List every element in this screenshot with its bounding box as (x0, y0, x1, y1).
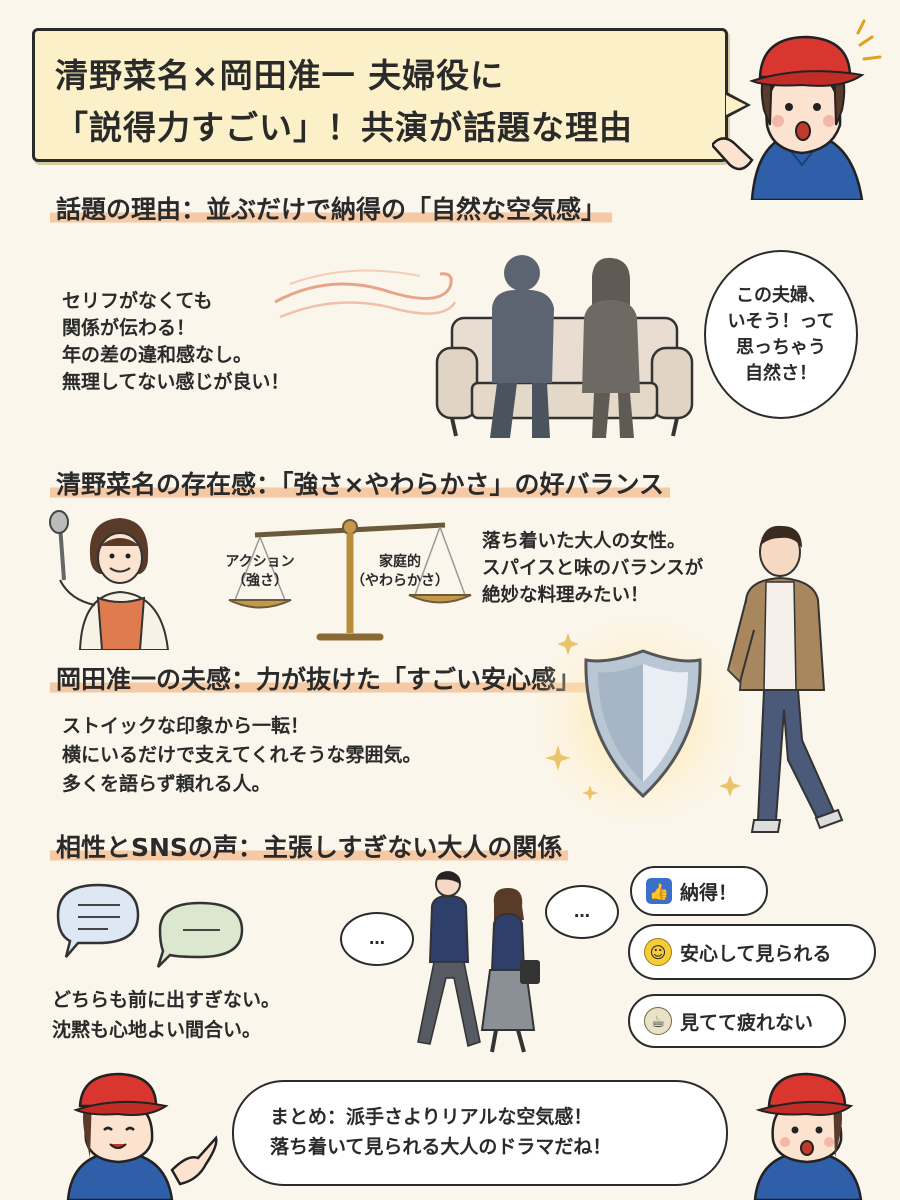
summary-text: まとめ：派手さよりリアルな空気感！ 落ち着いて見られる大人のドラマだね！ (270, 1102, 611, 1162)
section1-line: 年の差の違和感なし。 (62, 344, 253, 366)
section3-text: ストイックな印象から一転！ 横にいるだけで支えてくれそうな雰囲気。 多くを語らず… (62, 712, 421, 799)
bubble-line: 自然さ！ (744, 362, 817, 384)
reaction-pill-relief: ☺ 安心して見られる (628, 924, 876, 980)
reaction-label: 納得！ (680, 881, 738, 904)
couple-on-sofa-illustration (435, 255, 694, 438)
scale-right-line: 家庭的 (379, 554, 421, 570)
section1-line: 無理してない感じが良い！ (62, 371, 290, 393)
section2-heading: 清野菜名の存在感：「強さ×やわらかさ」の好バランス (50, 465, 670, 501)
scale-left-line: アクション (225, 554, 295, 570)
man-standing-illustration (726, 525, 844, 833)
woman-cooking-illustration (49, 510, 170, 650)
section1-line: セリフがなくても (62, 290, 213, 312)
balance-scale-icon (228, 519, 472, 641)
scale-right-label: 家庭的 （やわらかさ） (345, 553, 455, 591)
section4-text: どちらも前に出すぎない。 沈黙も心地よい間合い。 (52, 985, 280, 1045)
summary-line: まとめ：派手さよりリアルな空気感！ (270, 1106, 593, 1128)
reaction-label: 安心して見られる (680, 942, 832, 965)
section3-heading: 岡田准一の夫感：力が抜けた「すごい安心感」 (50, 660, 588, 696)
section4-line: どちらも前に出すぎない。 (52, 989, 281, 1011)
reaction-pill-agree: 👍 納得！ (630, 866, 768, 916)
reporter-surprised-icon (753, 1072, 863, 1200)
section1-line: 関係が伝わる！ (62, 317, 196, 339)
section1-text: セリフがなくても 関係が伝わる！ 年の差の違和感なし。 無理してない感じが良い！ (62, 288, 289, 396)
section2-text: 落ち着いた大人の女性。 スパイスと味のバランスが 絶妙な料理みたい！ (482, 528, 703, 609)
section1-speech-bubble: この夫婦、 いそう！って 思っちゃう 自然さ！ (704, 250, 858, 419)
bubble-line: いそう！って (727, 310, 835, 332)
reaction-pill-relaxed: ☕ 見てて疲れない (628, 994, 846, 1048)
section4-heading: 相性とSNSの声：主張しすぎない大人の関係 (50, 828, 569, 864)
section2-line: スパイスと味のバランスが (482, 558, 704, 579)
section3-line: 横にいるだけで支えてくれそうな雰囲気。 (62, 744, 422, 766)
reporter-character-icon (712, 19, 882, 200)
shield-icon (584, 649, 702, 799)
thumbs-up-icon: 👍 (646, 878, 672, 904)
bubble-line: この夫婦、 (735, 284, 826, 306)
section1-heading: 話題の理由：並ぶだけで納得の「自然な空気感」 (50, 190, 613, 226)
summary-bubble: まとめ：派手さよりリアルな空気感！ 落ち着いて見られる大人のドラマだね！ (232, 1080, 728, 1186)
dots-bubble: … (340, 912, 414, 966)
wind-swirl-icon (274, 269, 457, 319)
scale-left-line: （強さ） (232, 573, 288, 589)
walking-couple-illustration (417, 871, 540, 1053)
dots-bubble: … (545, 885, 619, 939)
scale-right-line: （やわらかさ） (351, 573, 449, 589)
ladle-icon (49, 510, 69, 534)
scale-left-label: アクション （強さ） (210, 553, 310, 591)
title-line-2: 「説得力すごい」！共演が話題な理由 (55, 108, 633, 147)
summary-line: 落ち着いて見られる大人のドラマだね！ (270, 1136, 612, 1158)
bubble-line: 思っちゃう (735, 336, 826, 358)
section4-line: 沈黙も心地よい間合い。 (52, 1019, 262, 1041)
tea-cup-icon: ☕ (644, 1007, 672, 1035)
reporter-pointing-icon (66, 1072, 218, 1200)
chat-bubbles-icon (56, 883, 244, 968)
section2-line: 落ち着いた大人の女性。 (482, 531, 686, 552)
section3-line: 多くを語らず頼れる人。 (62, 773, 271, 795)
title-box: 清野菜名×岡田准一 夫婦役に 「説得力すごい」！共演が話題な理由 (32, 28, 751, 162)
sparkle-icons (545, 633, 741, 801)
smile-icon: ☺ (644, 938, 672, 966)
section3-line: ストイックな印象から一転！ (62, 715, 310, 737)
section2-line: 絶妙な料理みたい！ (482, 585, 649, 606)
reaction-label: 見てて疲れない (680, 1011, 814, 1034)
title-line-1: 清野菜名×岡田准一 夫婦役に (55, 56, 505, 95)
